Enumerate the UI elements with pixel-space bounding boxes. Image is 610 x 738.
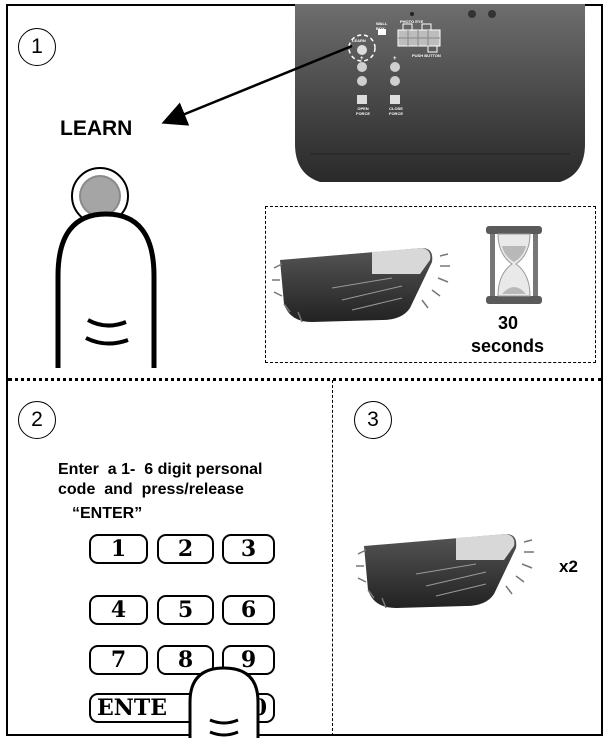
- finger-press-keypad-icon: [188, 666, 260, 738]
- learn-mode-box: [265, 206, 596, 363]
- timer-unit: seconds: [471, 336, 545, 356]
- panel-push-button-label: PUSH BUTTON: [412, 53, 441, 58]
- opener-flashing-icon: [272, 248, 450, 323]
- panel-open-force-label: OPEN FORCE: [356, 106, 370, 116]
- step-2-number: 2: [18, 401, 56, 439]
- control-panel-graphic: [295, 4, 585, 182]
- key-2[interactable]: 2: [157, 534, 214, 564]
- key-6[interactable]: 6: [222, 595, 275, 625]
- instruction-line-2: code and press/release: [58, 481, 244, 498]
- flash-count: x2: [559, 557, 578, 576]
- step-1-number: 1: [18, 28, 56, 66]
- panel-close-force-label: CLOSE FORCE: [389, 106, 403, 116]
- panel-photo-eye-label: PHOTO EYE: [400, 19, 424, 24]
- enter-key-label: ENTE: [97, 695, 168, 721]
- opener-flashing-twice-icon: [356, 534, 534, 609]
- section-divider-vertical: [332, 380, 333, 736]
- key-1[interactable]: 1: [89, 534, 148, 564]
- panel-plus-right: +: [393, 56, 397, 62]
- panel-learn-label: LEARN: [352, 38, 366, 43]
- key-8[interactable]: 8: [157, 645, 214, 675]
- section-divider-horizontal: [8, 378, 602, 381]
- timer-value: 30: [498, 313, 519, 333]
- key-7[interactable]: 7: [89, 645, 148, 675]
- key-4[interactable]: 4: [89, 595, 148, 625]
- instruction-line-1: Enter a 1- 6 digit personal: [58, 461, 263, 478]
- key-3[interactable]: 3: [222, 534, 275, 564]
- hourglass-icon: [486, 226, 542, 304]
- panel-wall-box-label: WALL BOX: [376, 21, 388, 31]
- opener-control-panel: LEARN WALL BOX PHOTO EYE PUSH BUTTON + +…: [290, 4, 590, 189]
- learn-label: LEARN: [60, 117, 133, 140]
- panel-plus-left: +: [360, 56, 364, 62]
- finger-press-icon: [55, 167, 157, 368]
- key-5[interactable]: 5: [157, 595, 214, 625]
- instruction-line-3: “ENTER”: [72, 505, 143, 522]
- step-3-number: 3: [354, 401, 392, 439]
